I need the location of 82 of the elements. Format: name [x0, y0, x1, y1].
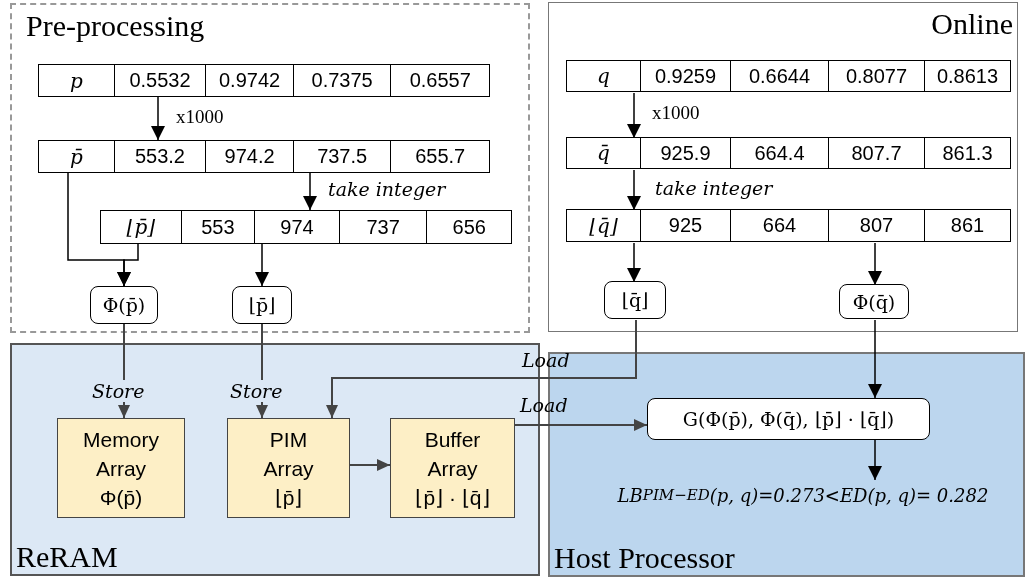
box-label: ⌊p̄⌋ [248, 294, 276, 316]
hollow-arrow [627, 242, 641, 283]
variable-cell-text: q [596, 63, 611, 90]
value-cell: 974.2 [205, 141, 293, 172]
rounded-box [90, 286, 158, 324]
hollow-arrow [117, 243, 139, 287]
rounded-box [604, 281, 666, 319]
value-cell: 0.8077 [828, 61, 924, 91]
edge-label: x1000 [652, 102, 700, 124]
rounded-box [232, 286, 292, 324]
box-label: ⌊p̄⌋ · ⌊q̄⌋ [415, 484, 490, 511]
data-row [100, 210, 512, 244]
value-cell: 925.9 [640, 138, 730, 168]
box-label: ⌊q̄⌋ [621, 289, 649, 311]
value-cell: 861.3 [924, 138, 1010, 168]
array-box [227, 418, 350, 518]
group-title: Online [931, 7, 1013, 41]
edge-label: Store [230, 380, 283, 402]
variable-cell-text: ⌊p̄⌋ [125, 214, 156, 241]
hollow-arrow [627, 169, 641, 211]
data-row [38, 64, 490, 97]
value-cell: 655.7 [390, 141, 489, 172]
data-row [566, 209, 1011, 242]
value-cell: 0.6644 [730, 61, 828, 91]
box-label: ⌊p̄⌋ [274, 484, 303, 511]
value-cell: 553 [180, 211, 255, 243]
value-cell: 925 [640, 210, 730, 241]
value-cell: 807 [828, 210, 924, 241]
group-title: Host Processor [554, 541, 735, 575]
value-cell: 0.5532 [113, 65, 206, 96]
panel [548, 2, 1018, 332]
value-cell: 664.4 [730, 138, 828, 168]
dashed-panel [10, 3, 530, 333]
hollow-arrow [868, 319, 882, 399]
value-cell: 807.7 [828, 138, 924, 168]
value-cell: 0.6557 [390, 65, 489, 96]
arrow [349, 459, 391, 471]
edge-label: Store [92, 380, 145, 402]
edge-label: take integer [328, 178, 446, 200]
value-cell: 656 [426, 211, 511, 243]
arrow [326, 319, 637, 419]
box-label: Φ(p̄) [99, 484, 143, 511]
group-title: Pre-processing [26, 9, 205, 43]
value-cell: 553.2 [113, 141, 206, 172]
hollow-arrow [151, 96, 165, 141]
data-row [566, 60, 1011, 92]
data-row [566, 137, 1011, 169]
value-cell: 737.5 [292, 141, 391, 172]
value-cell: 0.9259 [640, 61, 730, 91]
value-cell: 974 [254, 211, 339, 243]
arrow [118, 323, 130, 419]
data-row [38, 140, 490, 173]
box-label: G(Φ(p̄), Φ(q̄), ⌊p̄⌋ · ⌊q̄⌋) [682, 408, 895, 430]
variable-cell-text: ⌊q̄⌋ [588, 212, 619, 240]
value-cell: 0.8613 [924, 61, 1010, 91]
box-label: Φ(q̄) [852, 290, 896, 313]
array-box [390, 418, 515, 518]
edge-label: x1000 [176, 106, 224, 128]
array-box [57, 418, 185, 518]
group-title: ReRAM [16, 540, 118, 574]
box-label: Φ(p̄) [102, 294, 146, 316]
box-title: Memory Array [82, 426, 160, 482]
value-cell: 0.9742 [205, 65, 293, 96]
hollow-arrow [255, 243, 269, 287]
box-title: Buffer Array [423, 426, 482, 482]
arrow [256, 323, 268, 419]
value-cell: 737 [338, 211, 427, 243]
variable-cell-text: p̄ [68, 143, 84, 171]
hollow-arrow [627, 92, 641, 139]
hollow-arrow [868, 242, 882, 286]
value-cell: 861 [924, 210, 1010, 241]
hollow-arrow [303, 172, 317, 211]
value-cell: 664 [730, 210, 828, 241]
arrow [514, 419, 648, 431]
value-cell: 0.7375 [292, 65, 391, 96]
box-title: PIM Array [262, 426, 315, 482]
variable-cell-text: q̄ [596, 140, 611, 167]
variable-cell-text: p [68, 67, 84, 95]
hollow-arrow [868, 439, 882, 481]
edge-label: take integer [655, 177, 773, 199]
rounded-box [839, 284, 909, 319]
rounded-box [647, 398, 930, 440]
